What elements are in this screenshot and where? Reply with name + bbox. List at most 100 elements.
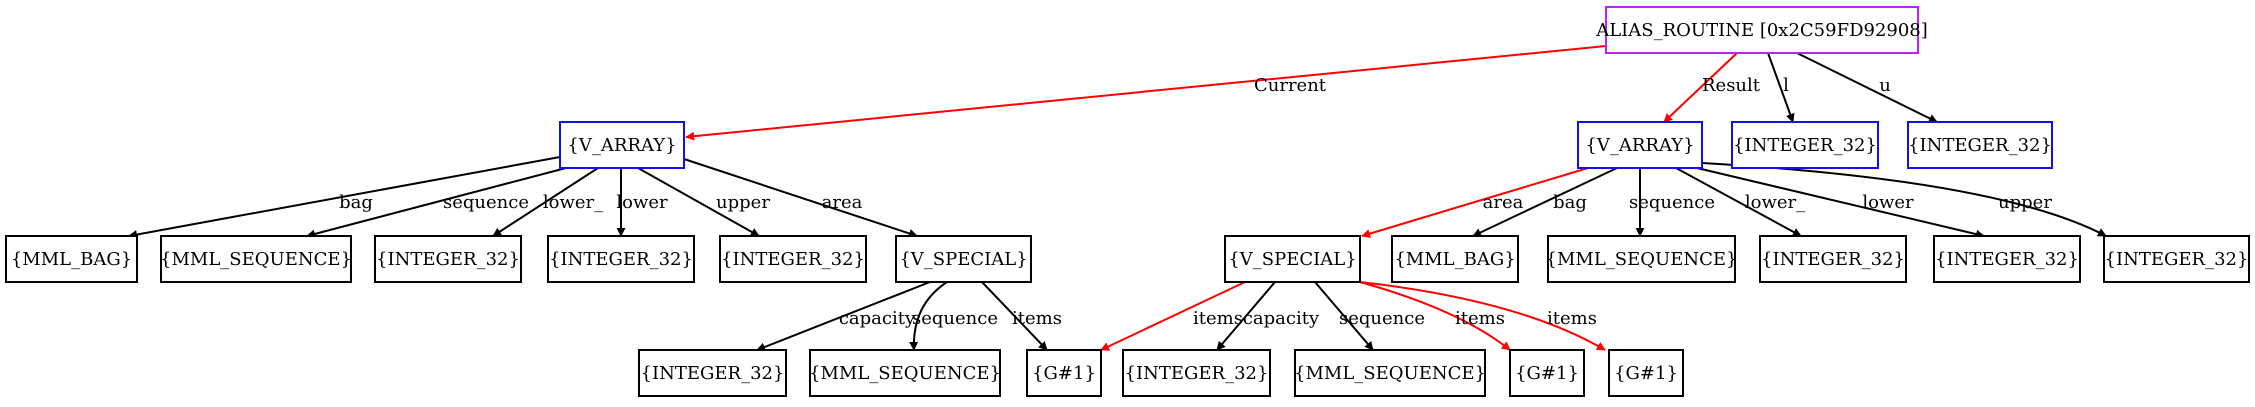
edge-label: Result bbox=[1702, 75, 1761, 96]
edge-alias-to-va1: Current bbox=[685, 45, 1607, 141]
node-label: {INTEGER_32} bbox=[641, 363, 785, 384]
edge-vs2-to-g1: items bbox=[1100, 281, 1246, 351]
edge-label: upper bbox=[1998, 192, 2052, 213]
edge-line bbox=[1796, 52, 1938, 123]
node-label: {INTEGER_32} bbox=[721, 249, 865, 270]
edge-vs2-to-int4: capacity bbox=[1216, 281, 1320, 351]
edge-vs2-to-seq4: sequence bbox=[1314, 281, 1425, 351]
edge-line bbox=[1663, 52, 1738, 123]
edge-label: upper bbox=[716, 192, 770, 213]
node-label: {INTEGER_32} bbox=[1935, 249, 2079, 270]
edge-line bbox=[1675, 167, 1802, 237]
node-box bbox=[895, 235, 1032, 283]
edge-label: capacity bbox=[1243, 308, 1320, 329]
node-int4: {INTEGER_32} bbox=[1122, 349, 1271, 397]
node-label: {INTEGER_32} bbox=[376, 249, 520, 270]
node-seq3: {MML_SEQUENCE} bbox=[809, 349, 1001, 397]
edge-label: sequence bbox=[1629, 192, 1715, 213]
node-label: {INTEGER_32} bbox=[1733, 135, 1877, 156]
node-box bbox=[1907, 121, 2053, 169]
node-label: {V_SPECIAL} bbox=[899, 249, 1027, 270]
edge-label: capacity bbox=[839, 308, 916, 329]
node-label: {INTEGER_32} bbox=[1125, 363, 1269, 384]
edge-line bbox=[756, 281, 931, 352]
edge-label: sequence bbox=[443, 192, 529, 213]
node-int3: {INTEGER_32} bbox=[638, 349, 787, 397]
edge-label: items bbox=[1193, 308, 1243, 329]
node-label: {MML_SEQUENCE} bbox=[1546, 249, 1738, 270]
node-int2b: {INTEGER_32} bbox=[1933, 235, 2081, 283]
node-box bbox=[1391, 235, 1519, 283]
node-label: {V_ARRAY} bbox=[1585, 135, 1694, 156]
node-label: {V_ARRAY} bbox=[567, 135, 676, 156]
edge-vs1-to-int3: capacity bbox=[756, 281, 931, 352]
node-label: {MML_BAG} bbox=[1394, 249, 1515, 270]
node-box bbox=[2103, 235, 2250, 283]
edge-line bbox=[685, 45, 1607, 141]
edge-line bbox=[1216, 281, 1276, 351]
node-va1: {V_ARRAY} bbox=[559, 121, 685, 169]
node-g2: {G#1} bbox=[1509, 349, 1585, 397]
node-seq1: {MML_SEQUENCE} bbox=[160, 235, 352, 283]
edge-va2-to-seq2: sequence bbox=[1629, 168, 1715, 237]
edge-va2-to-bag2: bag bbox=[1472, 167, 1618, 237]
node-label: {INTEGER_32} bbox=[549, 249, 693, 270]
edge-vs1-to-g1: items bbox=[981, 281, 1062, 351]
edge-line bbox=[683, 158, 918, 238]
node-box bbox=[1608, 349, 1684, 397]
node-label: {MML_SEQUENCE} bbox=[809, 363, 1001, 384]
node-int1c: {INTEGER_32} bbox=[719, 235, 867, 283]
edge-line bbox=[981, 281, 1048, 351]
node-seq4: {MML_SEQUENCE} bbox=[1294, 349, 1486, 397]
node-box bbox=[638, 349, 787, 397]
node-vs2: {V_SPECIAL} bbox=[1224, 235, 1361, 283]
node-g1: {G#1} bbox=[1026, 349, 1102, 397]
nodes-layer: ALIAS_ROUTINE [0x2C59FD92908] {V_ARRAY} {V… bbox=[5, 6, 2250, 397]
node-alias: ALIAS_ROUTINE [0x2C59FD92908] bbox=[1595, 6, 1928, 54]
node-label: {MML_SEQUENCE} bbox=[1294, 363, 1486, 384]
node-box bbox=[374, 235, 522, 283]
node-box bbox=[559, 121, 685, 169]
node-box bbox=[1933, 235, 2081, 283]
node-bag2: {MML_BAG} bbox=[1391, 235, 1519, 283]
node-g3: {G#1} bbox=[1608, 349, 1684, 397]
node-label: {INTEGER_32} bbox=[1761, 249, 1905, 270]
edge-line bbox=[1359, 281, 1511, 351]
edge-label: lower_ bbox=[1745, 192, 1805, 213]
edge-label: items bbox=[1455, 308, 1505, 329]
edge-va1-to-vs1: area bbox=[683, 158, 918, 238]
node-int2a: {INTEGER_32} bbox=[1759, 235, 1907, 283]
node-label: {INTEGER_32} bbox=[1908, 135, 2052, 156]
edge-line bbox=[1359, 281, 1606, 351]
edge-label: bag bbox=[339, 192, 373, 213]
node-box bbox=[160, 235, 352, 283]
node-label: {G#1} bbox=[1515, 363, 1579, 384]
node-label: {G#1} bbox=[1032, 363, 1096, 384]
edge-label: lower_ bbox=[543, 192, 603, 213]
edge-label: items bbox=[1012, 308, 1062, 329]
node-box bbox=[1759, 235, 1907, 283]
node-label: {G#1} bbox=[1614, 363, 1678, 384]
node-seq2: {MML_SEQUENCE} bbox=[1546, 235, 1738, 283]
edge-line bbox=[637, 167, 760, 237]
edge-label: lower bbox=[1862, 192, 1914, 213]
edge-label: u bbox=[1879, 75, 1891, 96]
edge-alias-to-int_l: l bbox=[1767, 52, 1795, 123]
node-box bbox=[1577, 121, 1703, 169]
edge-va1-to-bag1: bag bbox=[128, 156, 561, 239]
edge-label: bag bbox=[1553, 192, 1587, 213]
node-int_l: {INTEGER_32} bbox=[1731, 121, 1879, 169]
node-box bbox=[1294, 349, 1486, 397]
edge-line bbox=[1696, 167, 1985, 239]
node-box bbox=[1605, 6, 1919, 54]
edge-alias-to-int_u: u bbox=[1796, 52, 1938, 123]
edge-line bbox=[909, 281, 948, 351]
edge-va1-to-seq1: sequence bbox=[306, 167, 567, 239]
node-box bbox=[5, 235, 138, 283]
node-int2c: {INTEGER_32} bbox=[2103, 235, 2250, 283]
edge-va1-to-int1a: lower_ bbox=[492, 167, 603, 237]
edge-line bbox=[1767, 52, 1795, 123]
node-box bbox=[1026, 349, 1102, 397]
edge-line bbox=[492, 167, 599, 237]
edge-va1-to-int1c: upper bbox=[637, 167, 770, 237]
